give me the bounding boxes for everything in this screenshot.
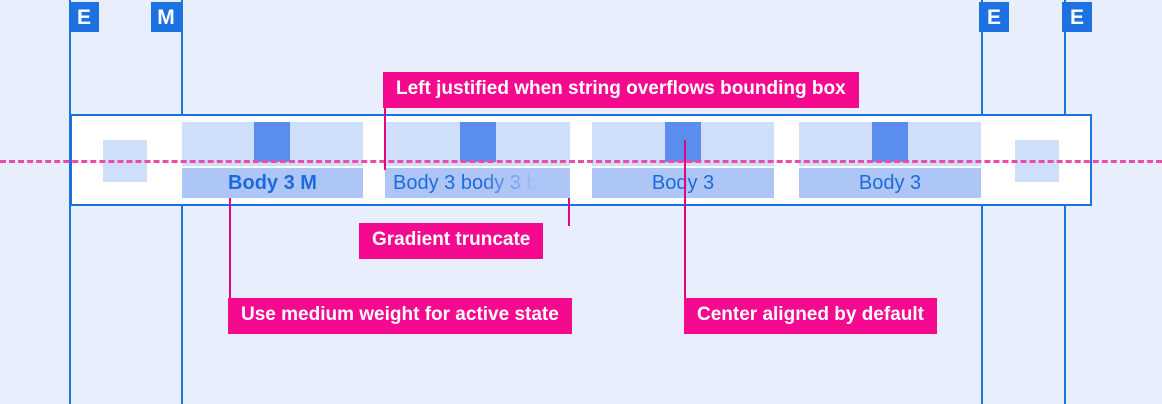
leader-line-center-aligned [684,140,686,300]
tab-icon-placeholder [872,122,908,162]
tab-label: Body 3 M [228,172,317,194]
leader-line-left-justified [384,106,386,170]
tab-icon-placeholder [254,122,290,162]
edge-badge-left-outer: E [69,2,99,32]
annotation-center-aligned: Center aligned by default [684,298,937,334]
tab-icon-placeholder [460,122,496,162]
annotation-left-justified: Left justified when string overflows bou… [383,72,859,108]
edge-badge-right-outer: E [1062,2,1092,32]
tab-item-3[interactable]: Body 3 [592,122,774,198]
leader-line-gradient-truncate [568,198,570,226]
tab-icon-placeholder [665,122,701,162]
tab-item-1[interactable]: Body 3 M [182,122,363,198]
tab-item-2[interactable]: Body 3 body 3 b [385,122,570,198]
tab-icon-band [799,122,981,166]
annotation-medium-weight: Use medium weight for active state [228,298,572,334]
tab-icon-band [385,122,570,166]
tab-label-band: Body 3 M [182,168,363,198]
tab-icon-band [592,122,774,166]
tab-label: Body 3 [858,172,922,194]
tab-label-truncated: Body 3 body 3 b [393,168,538,198]
vertical-center-guideline [0,160,1162,163]
tab-label: Body 3 [651,172,715,194]
leader-line-medium-weight [229,198,231,300]
margin-badge-left: M [151,2,181,32]
annotation-gradient-truncate: Gradient truncate [359,223,544,259]
tab-label-band: Body 3 body 3 b [385,168,570,198]
tab-label-band: Body 3 [799,168,981,198]
edge-badge-right-inner: E [979,2,1009,32]
tab-label-band: Body 3 [592,168,774,198]
tab-icon-band [182,122,363,166]
tab-item-4[interactable]: Body 3 [799,122,981,198]
